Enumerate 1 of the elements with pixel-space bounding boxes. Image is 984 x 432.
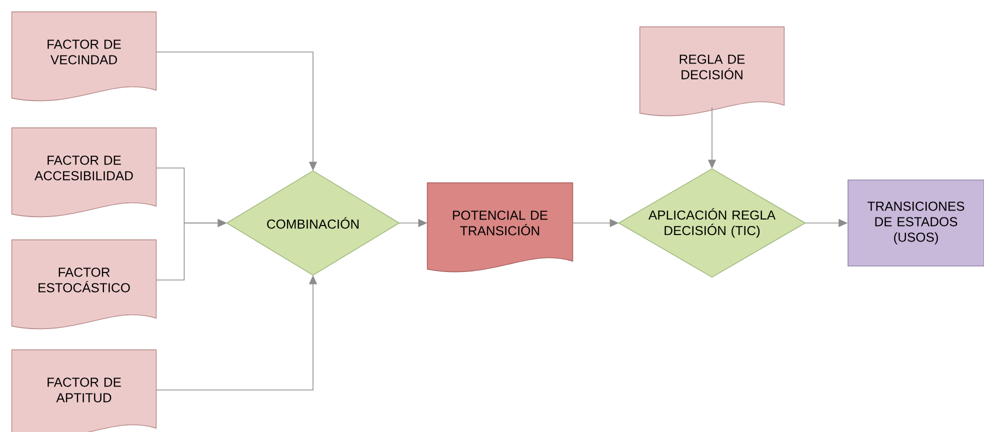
process-box: TRANSICIONES DE ESTADOS (USOS) (848, 180, 984, 266)
